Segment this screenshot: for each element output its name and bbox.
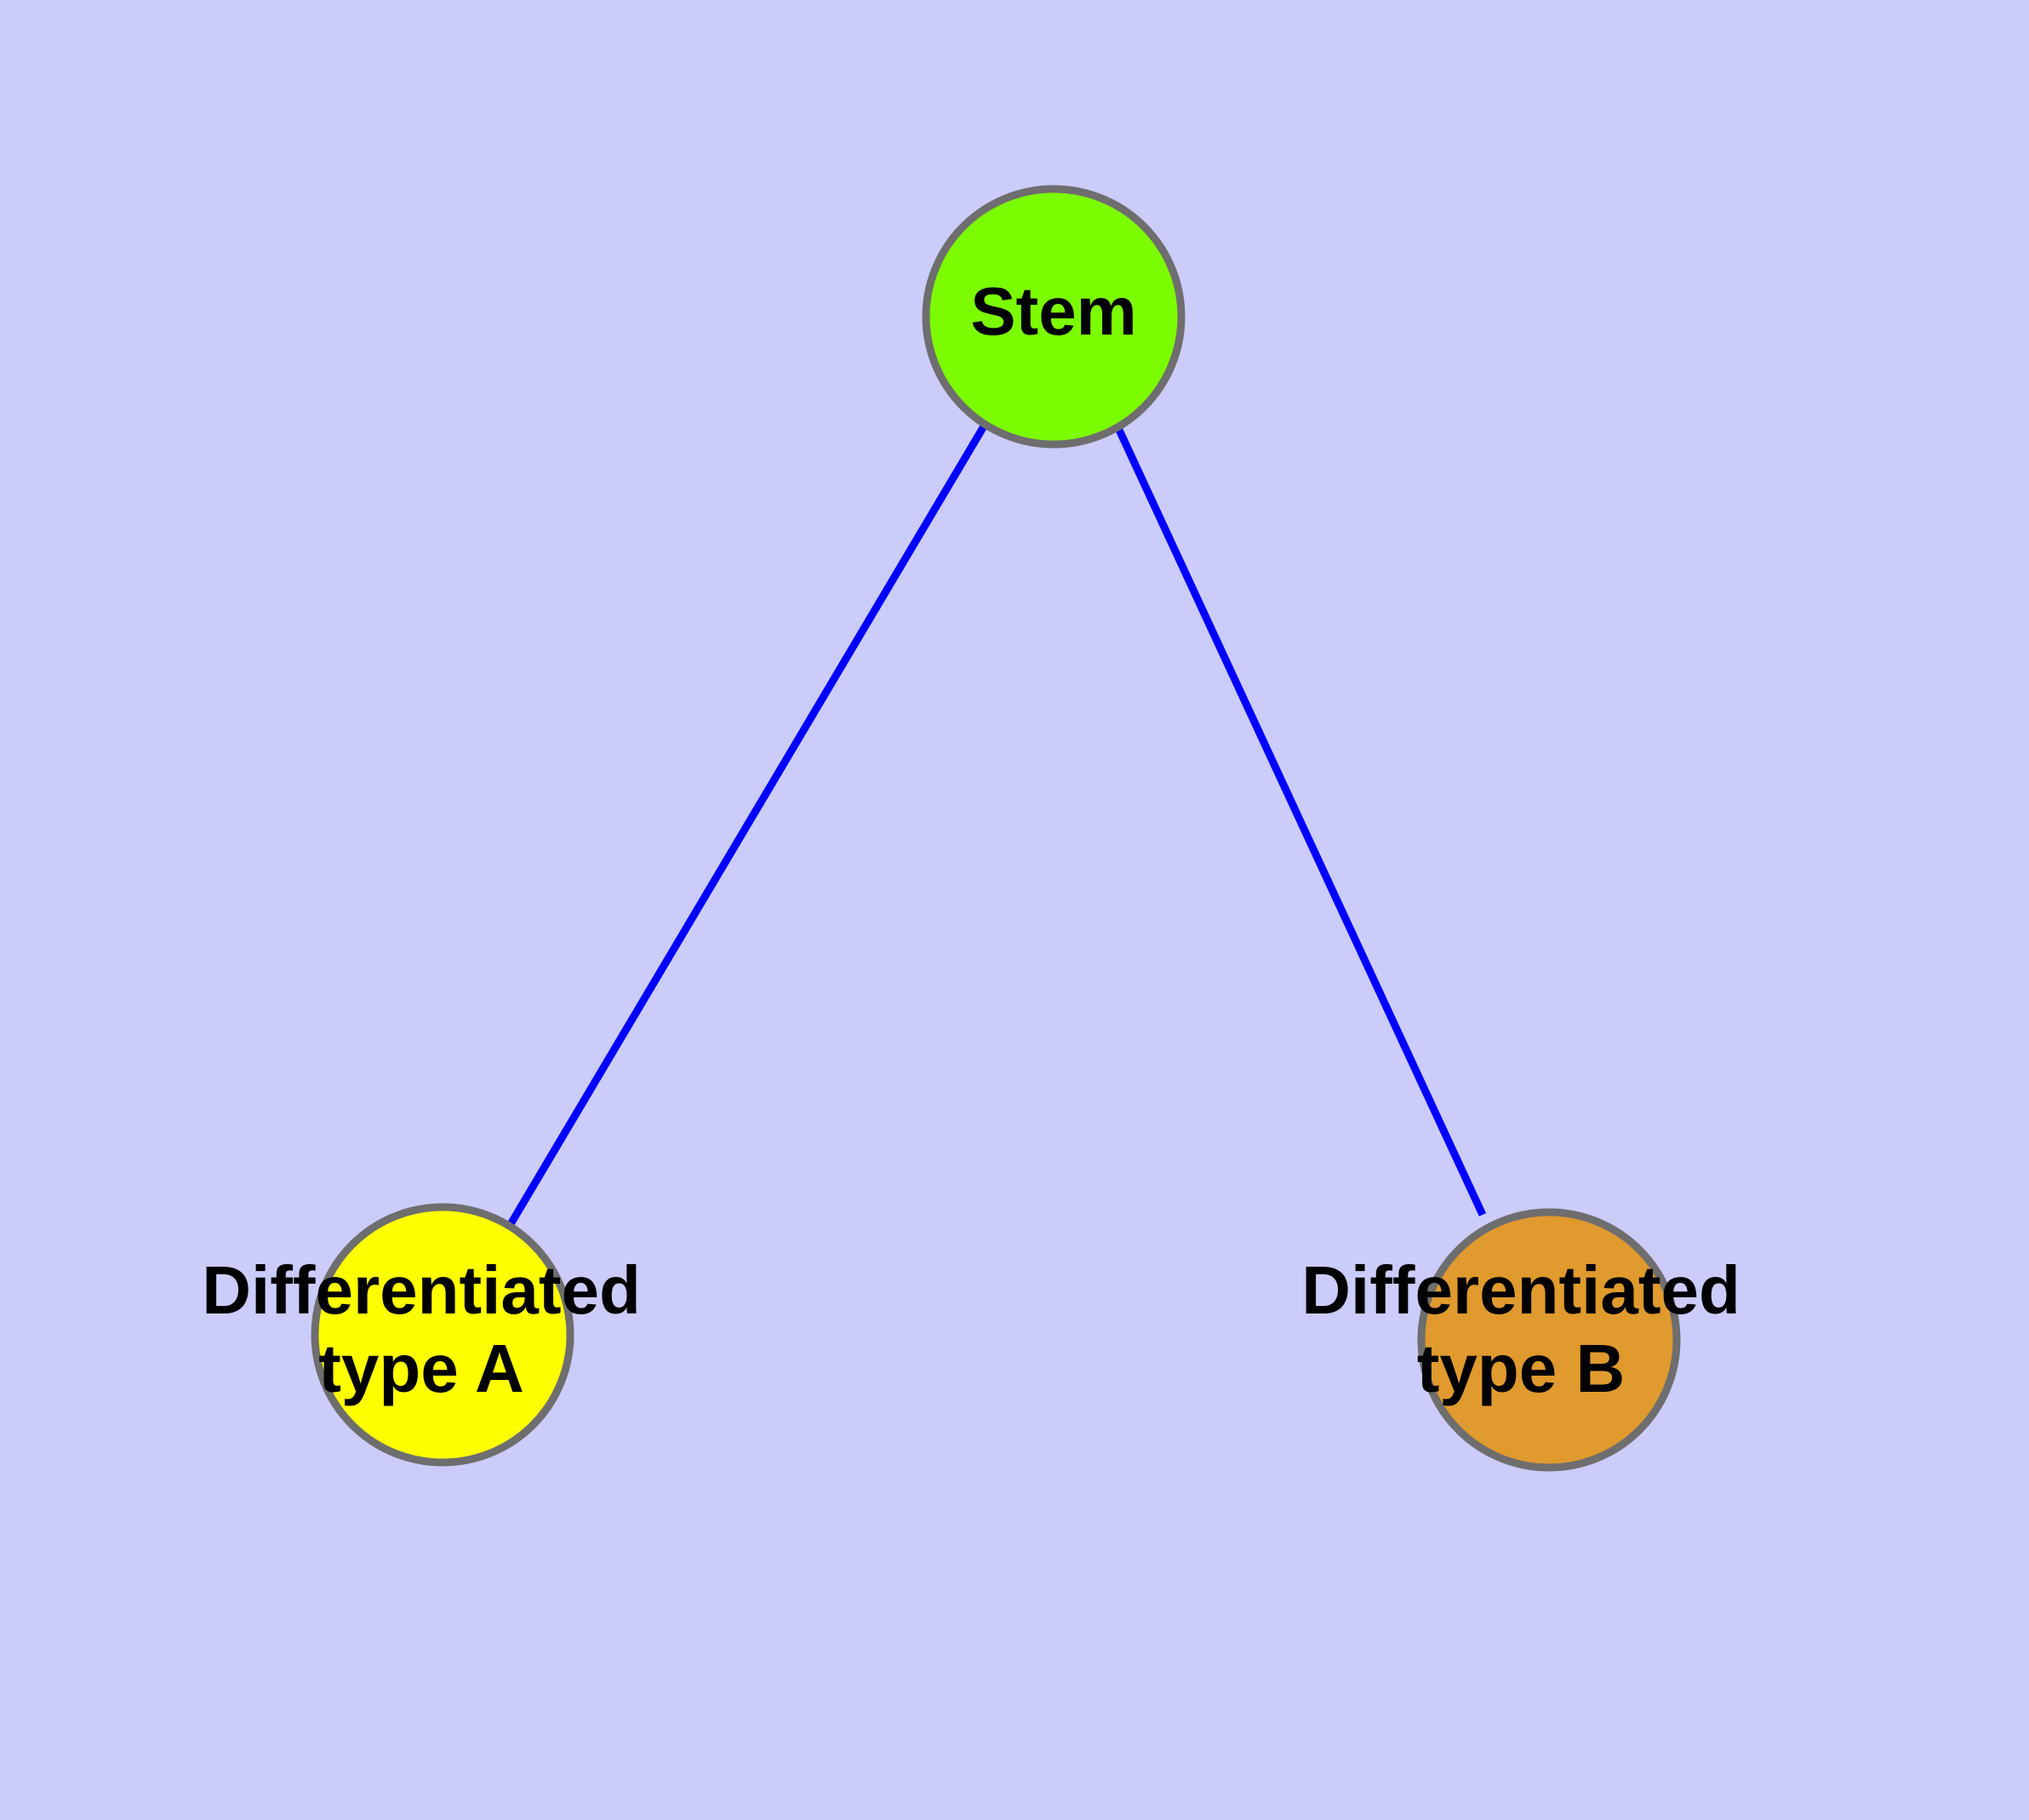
node-label-diff_a-line-2: type A [318,1331,524,1406]
node-label-diff_b-line-1: Differentiated [1301,1252,1740,1328]
node-label-diff_b-line-2: type B [1417,1331,1626,1406]
graph-node-stem[interactable] [922,185,1186,449]
nodes-layer [311,185,1681,1472]
graph-node-diff_b[interactable] [1417,1208,1681,1472]
graph-edge-stem-to-diff_a [507,422,988,1227]
graph-edge-stem-to-diff_b [1115,428,1487,1216]
graph-node-diff_a[interactable] [311,1203,574,1467]
edges-layer [507,422,1487,1227]
node-label-diff_a-line-1: Differentiated [202,1252,641,1328]
node-label-stem-line-1: Stem [970,273,1137,349]
